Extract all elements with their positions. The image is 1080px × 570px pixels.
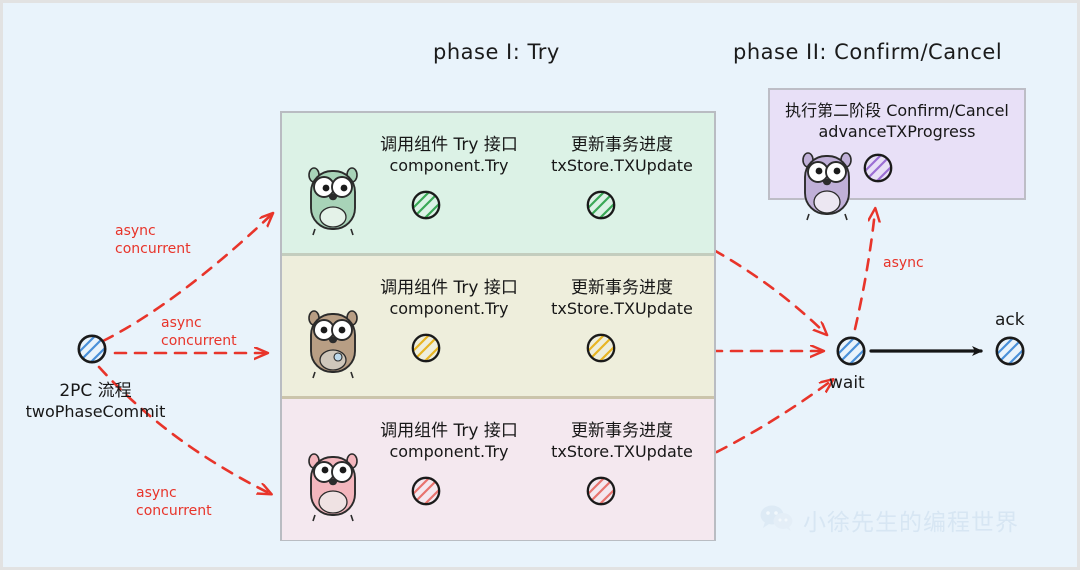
confirm-box-title: 执行第二阶段 Confirm/Cancel: [785, 101, 1009, 120]
wait-to-confirm-arrow: [853, 211, 875, 331]
try-panel-yellow: 调用组件 Try 接口 component.Try 更新事务进度 txStore…: [282, 256, 714, 399]
gopher-icon: [304, 302, 362, 380]
wechat-icon: [760, 505, 794, 535]
hatched-circle-icon: [585, 189, 617, 221]
gopher-icon: [304, 445, 362, 523]
hatched-circle-icon: [585, 475, 617, 507]
wait-node-caption: wait: [829, 373, 865, 393]
store-label-yellow: 更新事务进度 txStore.TXUpdate: [551, 278, 693, 318]
async-label-green: async concurrent: [115, 223, 191, 257]
try-panel-green: 调用组件 Try 接口 component.Try 更新事务进度 txStore…: [282, 113, 714, 256]
source-node-hatched-circle-icon: [76, 333, 108, 365]
hatched-circle-icon: [585, 332, 617, 364]
async-label-pink: async concurrent: [136, 485, 212, 519]
confirm-cancel-box: 执行第二阶段 Confirm/Cancel advanceTXProgress: [768, 88, 1026, 221]
async-label-confirm: async: [883, 255, 924, 271]
hatched-circle-icon: [410, 332, 442, 364]
async-label-yellow: async concurrent: [161, 315, 237, 349]
confirm-box-subtitle: advanceTXProgress: [818, 122, 976, 141]
ack-node-caption: ack: [995, 310, 1025, 330]
store-label-green: 更新事务进度 txStore.TXUpdate: [551, 135, 693, 175]
try-label-pink: 调用组件 Try 接口 component.Try: [380, 421, 518, 461]
store-label-pink: 更新事务进度 txStore.TXUpdate: [551, 421, 693, 461]
watermark-text: 小徐先生的编程世界: [803, 510, 1019, 536]
gopher-icon: [304, 159, 362, 237]
watermark: 小徐先生的编程世界: [760, 503, 1019, 537]
gopher-icon: [798, 146, 856, 224]
source-node-caption: 2PC 流程 twoPhaseCommit: [25, 381, 166, 422]
hatched-circle-icon: [410, 475, 442, 507]
wait-node-hatched-circle-icon: [835, 335, 867, 367]
hatched-circle-icon: [862, 152, 894, 184]
phase-2-title: phase II: Confirm/Cancel: [733, 40, 1003, 64]
ack-node-hatched-circle-icon: [994, 335, 1026, 367]
try-label-yellow: 调用组件 Try 接口 component.Try: [380, 278, 518, 318]
try-label-green: 调用组件 Try 接口 component.Try: [380, 135, 518, 175]
hatched-circle-icon: [410, 189, 442, 221]
try-panel-pink: 调用组件 Try 接口 component.Try 更新事务进度 txStore…: [282, 399, 714, 540]
try-phase-panel-group: 调用组件 Try 接口 component.Try 更新事务进度 txStore…: [280, 111, 716, 541]
phase-1-title: phase I: Try: [433, 40, 560, 64]
